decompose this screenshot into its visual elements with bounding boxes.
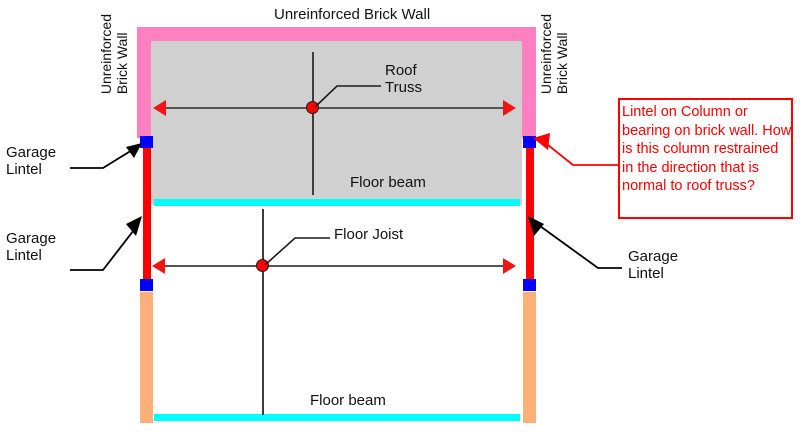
annotation-callout-text: Lintel on Column or bearing on brick wal… [622,104,792,194]
brick-wall-top-segment [137,27,536,41]
garage-lintel-arrowhead-mid-left [126,216,142,236]
timber-column-lower-right [523,292,536,423]
annotation-callout-box [618,98,793,219]
steel-column-upper-left [143,147,151,279]
upper-storey-interior [151,41,522,205]
bearing-block-upper-right [523,136,536,148]
floor-joist-arrowhead-right [503,258,516,274]
floor-joist-leader-line [264,237,330,266]
roof-truss-arrowhead-right [503,100,516,116]
roof-truss-span-line [164,107,506,109]
timber-column-lower-left [140,292,153,423]
bearing-block-lower-right [523,279,536,291]
floor-joist-node-dot [256,259,269,272]
garage-lintel-leader-right [539,225,622,269]
garage-lintel-label-mid-left: Garage Lintel [6,230,57,264]
floor-beam-upper-label: Floor beam [350,174,426,191]
roof-truss-label: Roof Truss [385,62,422,96]
floor-joist-arrowhead-left [152,258,165,274]
steel-column-upper-right [526,147,534,279]
garage-lintel-leader-mid-left [70,225,138,271]
annotation-leader-line [542,140,618,166]
floor-beam-lower-member [154,414,520,421]
brick-wall-right-segment [522,27,536,138]
bearing-block-upper-left [140,136,153,148]
floor-joist-line [262,209,264,415]
roof-truss-arrowhead-left [153,100,166,116]
floor-beam-lower-label: Floor beam [310,392,386,409]
garage-lintel-label-top-left: Garage Lintel [6,144,57,178]
floor-joist-label: Floor Joist [334,226,404,243]
brick-wall-right-label: Unreinforced Brick Wall [538,14,570,95]
brick-wall-left-segment [137,27,151,138]
roof-truss-node-dot [306,101,319,114]
garage-lintel-label-right: Garage Lintel [628,248,679,282]
roof-truss-line [312,52,314,195]
bearing-block-lower-left [140,279,153,291]
garage-lintel-leader-top-left [70,146,138,169]
page-title: Unreinforced Brick Wall [274,6,431,23]
floor-joist-span-line [163,265,506,267]
floor-beam-upper-member [154,199,520,206]
brick-wall-left-label: Unreinforced Brick Wall [98,14,130,95]
